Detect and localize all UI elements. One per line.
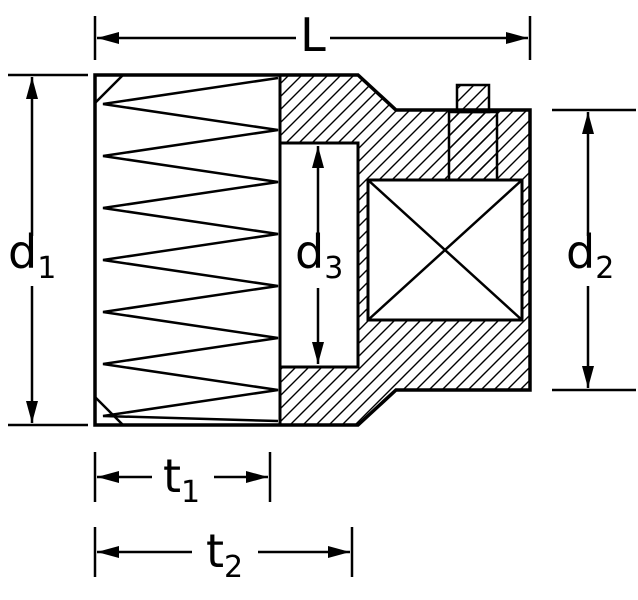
dimension-d3: d3 <box>295 146 343 364</box>
dimension-d1: d1 <box>8 73 88 427</box>
retaining-pin-cap <box>455 83 491 114</box>
label-t2: t2 <box>206 524 243 585</box>
twelve-point-tooth-profile <box>102 76 279 423</box>
socket-outline <box>93 73 532 427</box>
label-d1: d1 <box>8 225 56 286</box>
chamfer-bottom-left <box>94 396 124 426</box>
label-d3: d3 <box>295 225 343 286</box>
retaining-pin-detail <box>447 83 499 182</box>
square-drive-diagonal-2 <box>367 179 523 321</box>
chamfer-top-left <box>94 74 124 104</box>
square-drive-hole <box>366 178 524 322</box>
label-t1: t1 <box>163 449 200 510</box>
label-d2: d2 <box>566 225 614 286</box>
retaining-pin-body <box>447 110 499 182</box>
label-L: L <box>300 8 326 62</box>
dimension-d2: d2 <box>552 108 636 392</box>
dimension-L: L <box>93 8 532 62</box>
dimension-t1: t1 <box>93 449 272 510</box>
socket-body <box>93 73 532 427</box>
inner-bore-d3 <box>278 141 360 369</box>
dimension-t2: t2 <box>93 524 354 585</box>
